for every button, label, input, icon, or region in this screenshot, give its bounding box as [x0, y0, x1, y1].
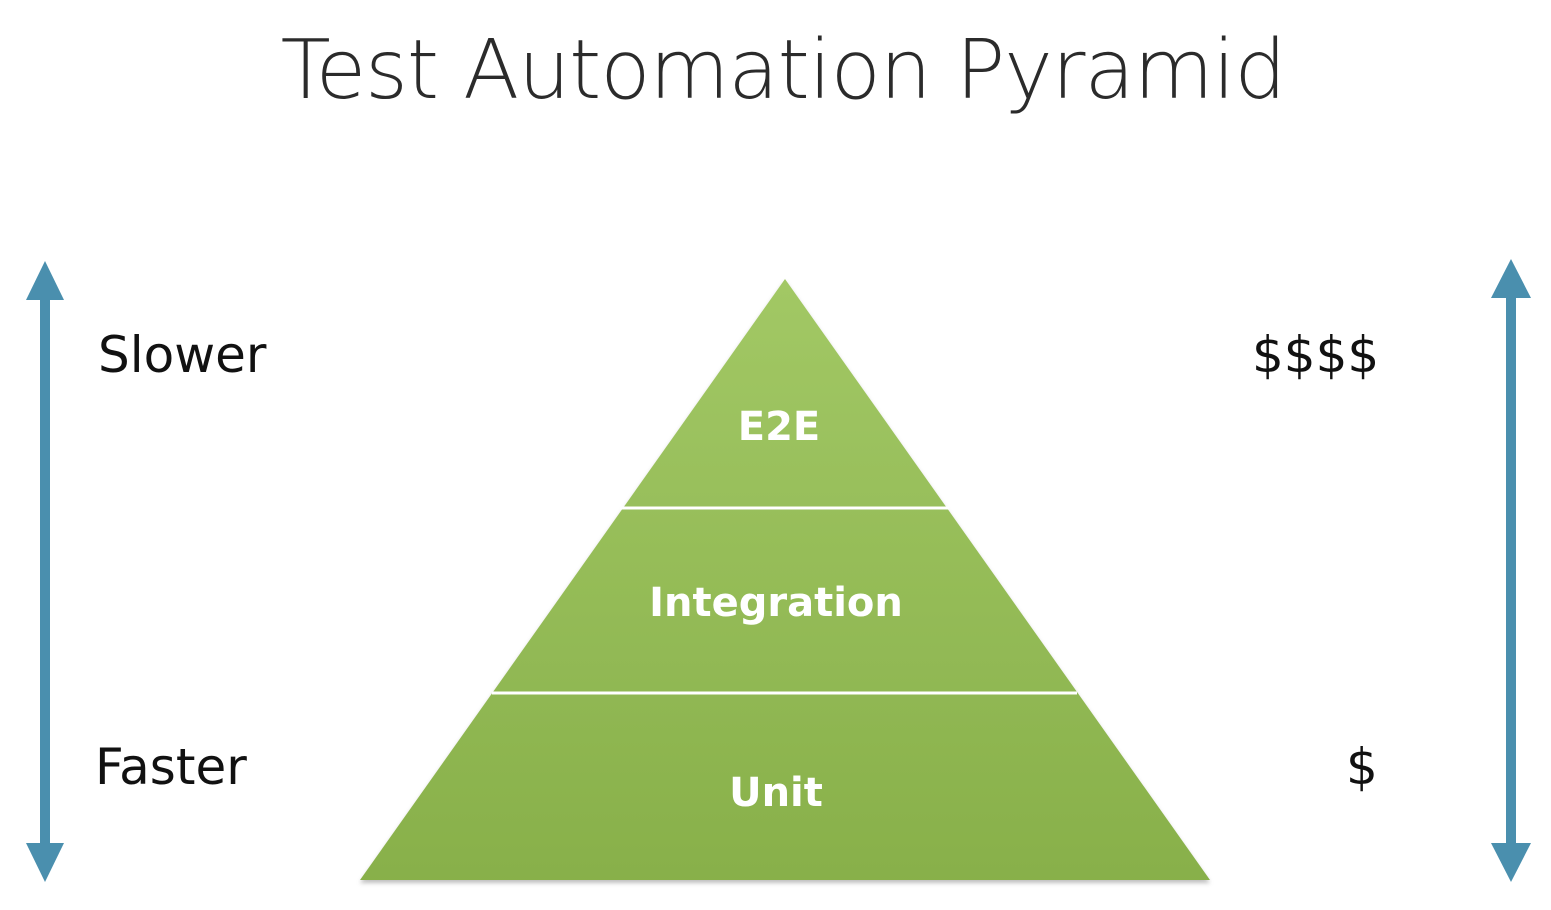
- left-arrow-shaft: [40, 296, 50, 848]
- high-cost-label: $$$$: [1252, 326, 1380, 384]
- slide-title: Test Automation Pyramid: [280, 23, 1287, 118]
- slower-label: Slower: [98, 326, 267, 384]
- tier-integration-label: Integration: [649, 580, 903, 626]
- faster-label: Faster: [95, 738, 247, 796]
- right-cost-arrow: [1491, 259, 1531, 882]
- left-speed-arrow: [26, 261, 64, 882]
- pyramid-shape: [360, 279, 1210, 880]
- right-arrow-up-head: [1491, 259, 1531, 298]
- right-arrow-shaft: [1506, 294, 1516, 846]
- tier-unit-label: Unit: [729, 770, 823, 816]
- low-cost-label: $: [1346, 738, 1378, 796]
- left-arrow-down-head: [26, 843, 64, 882]
- pyramid: E2E Integration Unit: [360, 279, 1210, 880]
- right-arrow-down-head: [1491, 843, 1531, 882]
- tier-e2e-label: E2E: [738, 404, 820, 450]
- left-arrow-up-head: [26, 261, 64, 300]
